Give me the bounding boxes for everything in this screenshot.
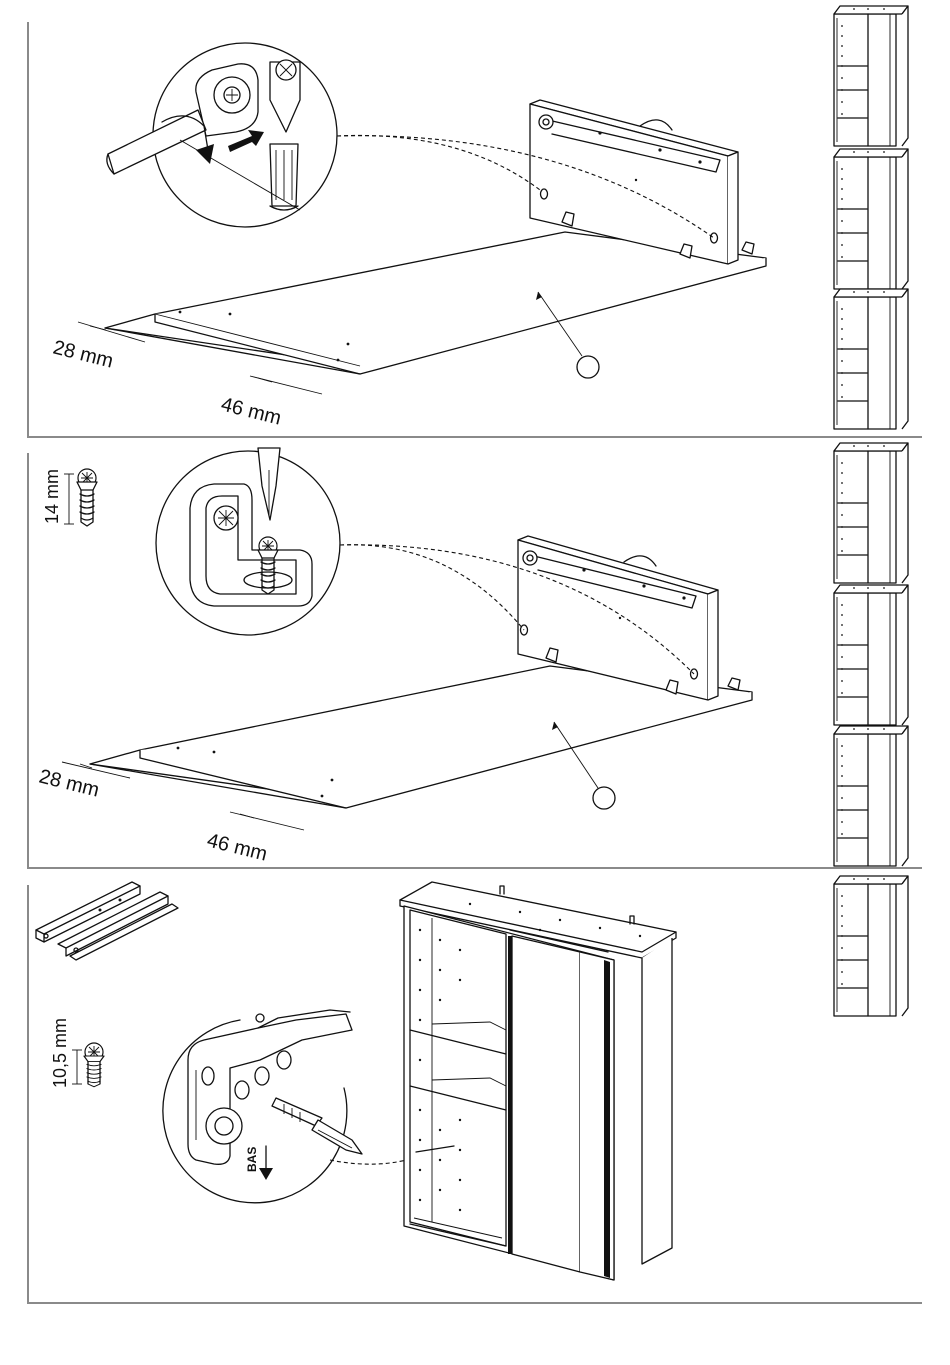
step-1: 28 mm 46 mm [51,6,908,430]
dimension-front: 46 mm [219,376,322,430]
wardrobe-thumbnail-icon [834,876,908,1016]
step-3: 10,5 mm BAS [36,876,908,1280]
part-reference-circle [577,356,599,378]
dimension-front-label: 46 mm [219,394,284,430]
wardrobe-thumbnail-icon [834,726,908,866]
screw-length-indicator: 14 mm [42,469,97,526]
dimension-edge-label: 28 mm [37,766,102,802]
wardrobe-thumbnail-icon [834,149,908,289]
wardrobe-thumbnail-icon [834,289,908,429]
dimension-edge-label: 28 mm [51,337,116,373]
step-1-frame [28,22,922,437]
part-reference-circle [593,787,615,809]
step-2: 28 mm 46 mm 14 mm [37,443,908,866]
screw-length-label: 14 mm [42,469,62,524]
screw-length-label: 10,5 mm [50,1018,70,1088]
wardrobe-thumbnail-icon [834,585,908,725]
wardrobe-thumbnail-icon [834,6,908,146]
screwdriver-icon [312,1120,362,1154]
wardrobe-thumbnail-icon [834,443,908,583]
screw-length-indicator: 10,5 mm [50,1018,104,1088]
wardrobe-body [400,882,676,1280]
dimension-front-label: 46 mm [205,830,270,866]
dimension-front: 46 mm [205,812,304,866]
drawer-runner-icon [36,882,178,960]
direction-label: BAS [245,1147,259,1172]
